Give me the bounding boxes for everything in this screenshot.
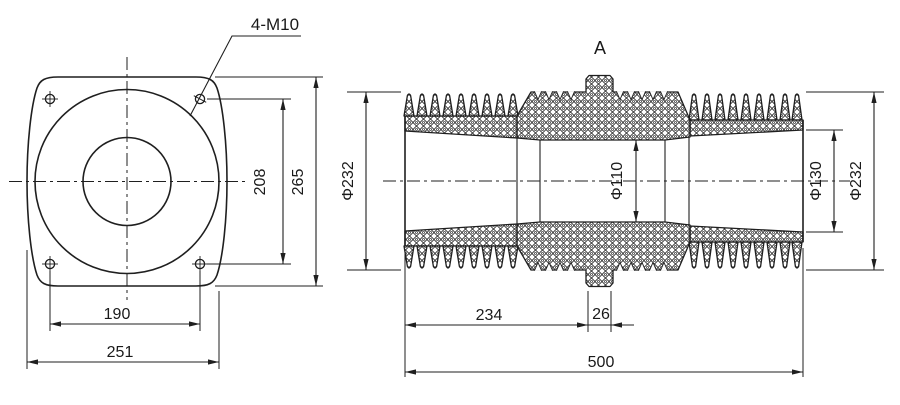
detail-a-label: A bbox=[594, 38, 606, 58]
dim-length-total: 500 bbox=[405, 248, 804, 377]
dim-od-left-label: Φ232 bbox=[340, 161, 357, 201]
section-view: A Φ232 Φ110 Φ130 Φ232 bbox=[340, 38, 884, 377]
bolt-spec-callout: 4-M10 bbox=[189, 15, 301, 117]
body-upper-half bbox=[403, 74, 804, 141]
dim-od-right-label: Φ232 bbox=[848, 161, 865, 201]
dim-bore-right-label: Φ130 bbox=[808, 161, 825, 201]
left-sheds bbox=[403, 93, 519, 117]
bolt-hole-bottom-left bbox=[42, 256, 58, 272]
dim-lug-width: 26 bbox=[588, 291, 634, 332]
dim-208-label: 208 bbox=[252, 169, 269, 196]
dim-190-label: 190 bbox=[104, 306, 131, 323]
mounting-flange-circle bbox=[34, 88, 220, 275]
dim-bore-middle-label: Φ110 bbox=[609, 162, 626, 200]
front-view: 4-M10 208 265 190 251 bbox=[9, 15, 323, 369]
bolt-hole-top-left bbox=[42, 91, 58, 107]
dim-265-label: 265 bbox=[290, 169, 307, 196]
dim-234-label: 234 bbox=[476, 307, 503, 324]
dim-flange-height: 265 bbox=[215, 76, 323, 287]
center-bore-circle bbox=[82, 136, 172, 227]
flange-outline bbox=[26, 76, 228, 287]
dim-length-front: 234 bbox=[404, 252, 589, 377]
bolt-spec-leader bbox=[189, 35, 301, 117]
dim-od-left: Φ232 bbox=[340, 91, 401, 271]
dim-500-label: 500 bbox=[588, 354, 615, 371]
dim-bore-middle: Φ110 bbox=[609, 140, 639, 222]
dim-od-right: Φ232 bbox=[806, 91, 884, 271]
dim-bore-right: Φ130 bbox=[806, 129, 843, 233]
bolt-hole-bottom-right bbox=[192, 256, 208, 272]
right-sheds bbox=[688, 93, 803, 121]
bolt-spec-label: 4-M10 bbox=[251, 15, 299, 34]
dim-flange-width: 251 bbox=[26, 250, 220, 369]
dim-26-label: 26 bbox=[592, 306, 610, 323]
dim-251-label: 251 bbox=[107, 344, 134, 361]
dim-bolt-span-vertical: 208 bbox=[207, 98, 291, 265]
dim-bolt-span-horizontal: 190 bbox=[49, 271, 201, 331]
